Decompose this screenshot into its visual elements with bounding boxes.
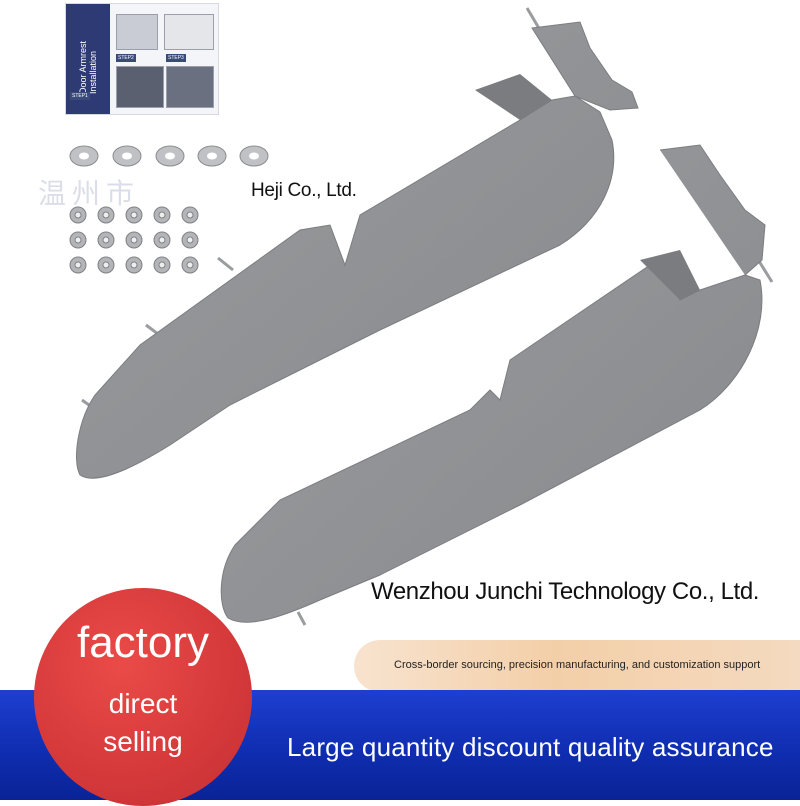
armrest-lower bbox=[220, 144, 774, 626]
armrest-upper bbox=[75, 7, 639, 479]
manual-figure bbox=[164, 14, 214, 50]
manual-figure bbox=[166, 66, 214, 108]
manual-figure bbox=[116, 66, 164, 108]
badge-line-2: direct bbox=[108, 688, 178, 719]
manual-step: STEP1 bbox=[70, 92, 90, 100]
manual-step: STEP2 bbox=[116, 54, 136, 62]
badge-line-1: factory bbox=[76, 618, 210, 667]
badge-line-3: selling bbox=[103, 726, 183, 757]
washers bbox=[69, 145, 269, 167]
factory-badge: factory direct selling bbox=[34, 588, 252, 806]
manual-step: STEP3 bbox=[166, 54, 186, 62]
tagline-text: Cross-border sourcing, precision manufac… bbox=[394, 659, 761, 671]
watermark: 温州市 bbox=[38, 177, 141, 210]
company-name-top: Heji Co., Ltd. bbox=[251, 180, 357, 201]
manual-figure bbox=[116, 14, 158, 50]
company-name-main: Wenzhou Junchi Technology Co., Ltd. bbox=[371, 578, 760, 605]
installation-manual: Door Armrest Installation STEP1 STEP2 ST… bbox=[66, 4, 218, 114]
nuts bbox=[69, 206, 199, 274]
tagline-bar: Cross-border sourcing, precision manufac… bbox=[354, 640, 800, 692]
promo-slogan: Large quantity discount quality assuranc… bbox=[287, 732, 774, 762]
